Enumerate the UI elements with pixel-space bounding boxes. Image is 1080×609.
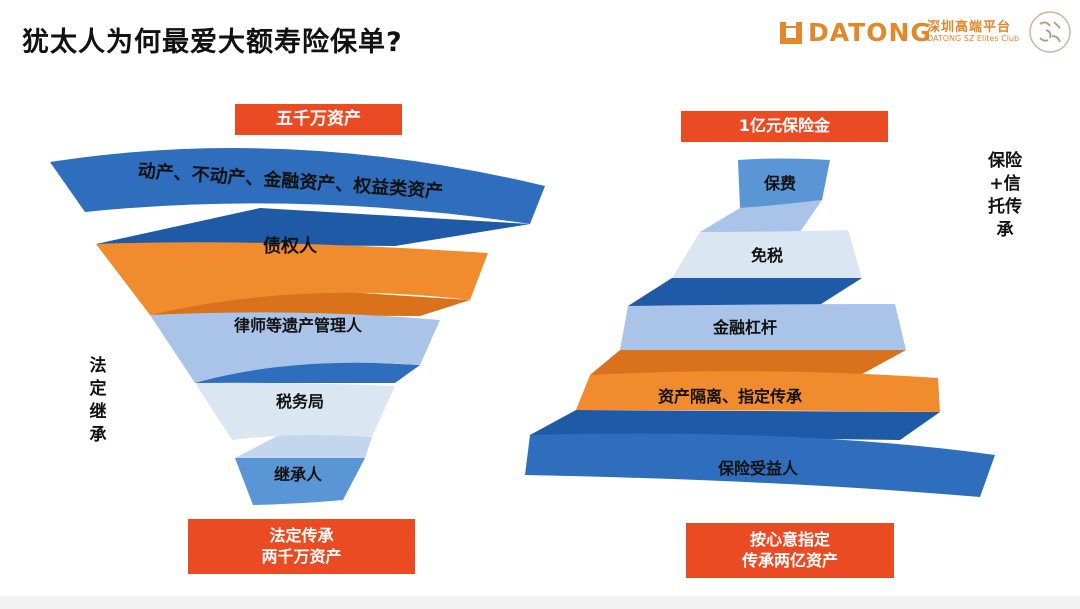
datong-logo-icon xyxy=(780,22,802,44)
left-band-2-label: 债权人 xyxy=(263,235,318,257)
left-connector-1 xyxy=(96,208,530,246)
left-band-4-label: 税务局 xyxy=(276,392,324,411)
left-band-1 xyxy=(50,148,545,224)
right-band-3-label: 金融杠杆 xyxy=(712,318,777,337)
calligraphy-seal-icon xyxy=(1029,11,1071,53)
right-bottom-line2: 传承两亿资产 xyxy=(741,550,838,570)
right-connector-1 xyxy=(700,200,822,232)
left-band-5 xyxy=(235,458,365,505)
right-side-label-text: 保险+信托传承 xyxy=(988,151,1022,240)
left-top-box: 五千万资产 xyxy=(235,104,402,135)
right-top-box-label: 1亿元保险金 xyxy=(738,116,831,136)
right-connector-3 xyxy=(590,350,906,378)
right-top-box: 1亿元保险金 xyxy=(681,111,888,142)
right-band-4 xyxy=(576,371,940,412)
logo-cn-name: 深圳高端平台 xyxy=(927,20,1012,35)
left-band-5-label: 继承人 xyxy=(274,465,323,484)
right-connector-2 xyxy=(628,278,862,306)
left-band-2 xyxy=(96,242,488,315)
left-band-3 xyxy=(150,312,440,383)
left-bottom-line1: 法定传承 xyxy=(269,525,334,545)
left-connector-2 xyxy=(150,287,470,316)
right-band-5-label: 保险受益人 xyxy=(717,459,799,478)
right-band-1 xyxy=(738,158,830,208)
brand-logo: DATONG 深圳高端平台 DATONG SZ Elites Club xyxy=(780,10,1080,60)
left-side-label-text: 法定继承 xyxy=(89,356,107,445)
right-band-3 xyxy=(620,304,906,350)
left-bottom-box: 法定传承 两千万资产 xyxy=(188,519,415,574)
left-side-label: 法定继承 xyxy=(87,355,109,447)
right-bottom-line1: 按心意指定 xyxy=(749,529,830,549)
bottom-strip xyxy=(0,596,1080,609)
logo-en-name: DATONG SZ Elites Club xyxy=(927,34,1020,43)
right-band-5 xyxy=(525,433,995,497)
right-band-4-label: 资产隔离、指定传承 xyxy=(658,387,802,406)
left-top-box-label: 五千万资产 xyxy=(276,109,361,130)
logo-brand-text: DATONG xyxy=(808,18,932,47)
right-bottom-box: 按心意指定 传承两亿资产 xyxy=(686,523,894,578)
left-band-3-label: 律师等遗产管理人 xyxy=(234,316,363,335)
left-connector-4 xyxy=(235,432,372,458)
right-band-2-label: 免税 xyxy=(751,246,783,265)
right-band-1-label: 保费 xyxy=(763,174,796,193)
right-side-label: 保险+信托传承 xyxy=(985,150,1025,242)
left-bottom-line2: 两千万资产 xyxy=(261,546,342,566)
page-title: 犹太人为何最爱大额寿险保单? xyxy=(22,27,403,58)
left-band-4 xyxy=(195,382,395,440)
right-connector-4 xyxy=(530,410,940,440)
right-band-2 xyxy=(672,230,862,278)
